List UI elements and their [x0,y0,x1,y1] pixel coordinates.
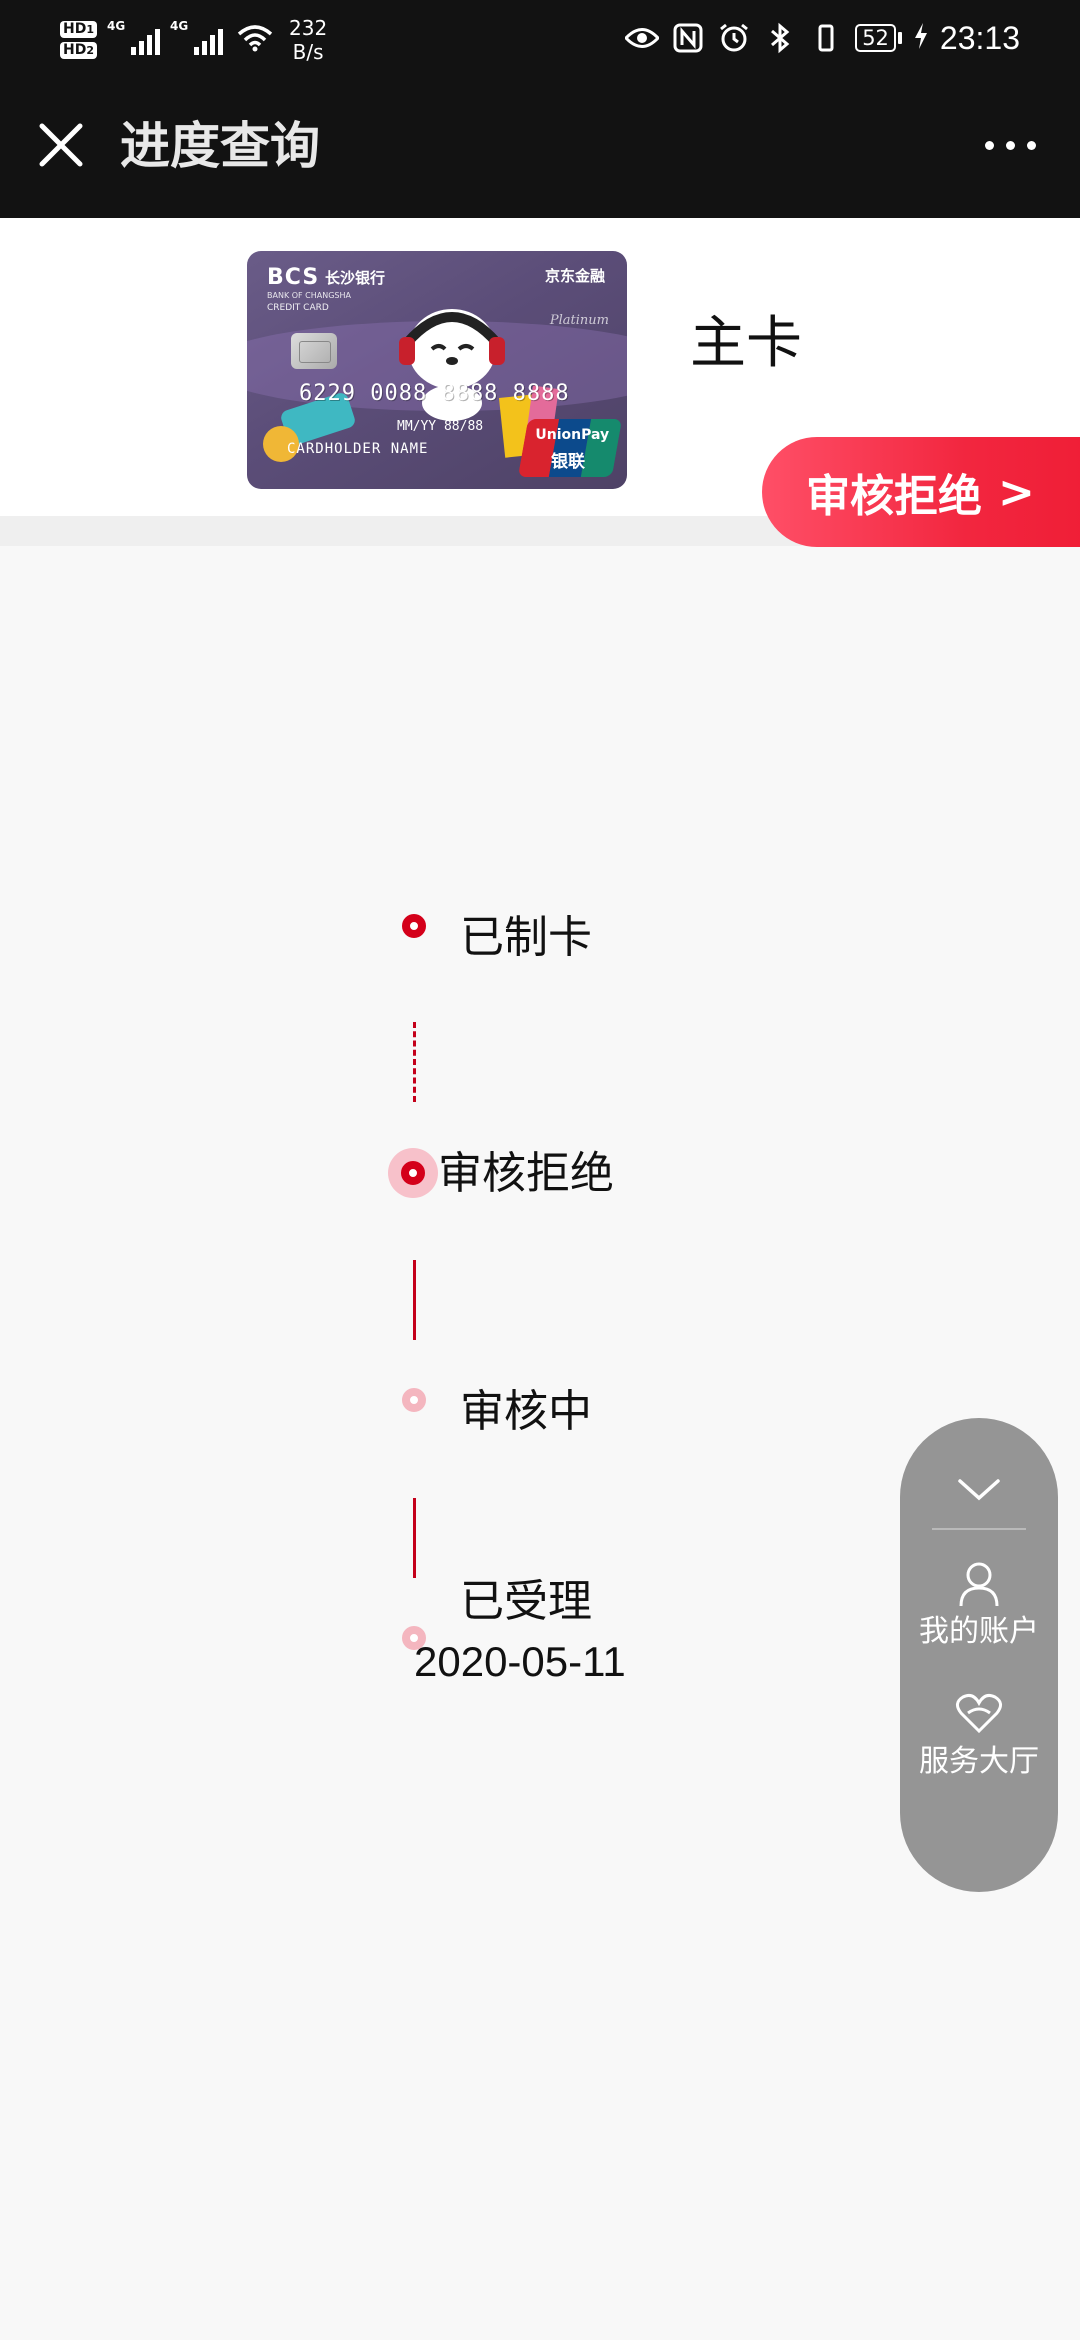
chevron-right-icon: > [998,466,1035,518]
card-kind: CREDIT CARD [267,303,329,313]
more-dot-icon [984,140,994,150]
close-icon [39,123,83,167]
step-connector [413,1260,416,1340]
service-hall-button[interactable]: 服务大厅 [900,1686,1058,1782]
bank-name-en: BANK OF CHANGSHA [267,291,351,300]
card-number: 6229 0088 8888 8888 [299,381,570,406]
menu-divider [932,1528,1026,1530]
more-options-button[interactable] [970,114,1050,176]
bluetooth-icon [763,21,797,55]
bank-logo: BCS [267,265,320,290]
unionpay-logo: UnionPay 银联 [517,419,623,477]
step-pending-icon [402,1626,426,1650]
step-connector [413,1498,416,1578]
step-label: 审核中 [460,1386,592,1437]
my-account-button[interactable]: 我的账户 [900,1556,1058,1652]
step-done-icon [402,914,426,938]
alarm-icon [717,21,751,55]
step-label: 已制卡 [460,912,592,963]
status-bar: HD1 HD2 4G 4G 232 B/s [0,0,1080,72]
network-speed: 232 B/s [289,16,327,64]
step-label: 已受理 [460,1576,592,1627]
step-label: 审核拒绝 [438,1148,614,1199]
coin-icon [263,426,299,462]
chevron-down-icon [958,1479,1000,1501]
eye-icon [625,21,660,55]
collapse-menu-button[interactable] [900,1460,1058,1520]
service-hall-label: 服务大厅 [919,1744,1039,1779]
card-type-label: 主卡 [690,311,802,376]
status-bar-right: 52 23:13 [625,14,1020,62]
status-bar-left: HD1 HD2 4G 4G 232 B/s [60,10,327,70]
wifi-icon [237,24,273,56]
signal-2-icon: 4G [170,19,223,55]
more-dot-icon [1026,140,1036,150]
unionpay-text: UnionPay [535,427,610,443]
battery-level: 52 [855,24,896,52]
step-current-icon [401,1161,425,1185]
progress-timeline: 已制卡 审核拒绝 审核中 已受理 2020-05-11 [0,546,1080,1746]
page-title: 进度查询 [120,117,320,175]
charging-icon [914,22,928,54]
my-account-label: 我的账户 [919,1614,1039,1649]
status-time: 23:13 [939,19,1020,56]
user-icon [900,1556,1058,1612]
unionpay-text-cn: 银联 [550,452,585,472]
network-type-2: 4G [170,19,189,33]
sim2-hd-badge: HD2 [60,42,97,59]
step-pending-icon [402,1388,426,1412]
card-tier: Platinum [549,313,609,328]
mascot-icon [399,309,505,421]
network-type-1: 4G [107,19,126,33]
signal-1-icon: 4G [107,19,160,55]
speed-value: 232 [289,16,328,40]
battery-icon: 52 [855,24,902,52]
step-date: 2020-05-11 [414,1638,626,1685]
credit-card-image: BCS 长沙银行 BANK OF CHANGSHA CREDIT CARD 京东… [247,251,627,489]
step-connector [413,1022,416,1102]
status-label: 审核拒绝 [806,471,982,522]
floating-menu: 我的账户 服务大厅 [900,1418,1058,1892]
nfc-icon [671,21,705,55]
sim1-hd-badge: HD1 [60,21,97,38]
title-bar: 进度查询 [0,72,1080,218]
more-dot-icon [1005,140,1015,150]
card-holder: CARDHOLDER NAME [287,441,429,457]
sim-indicators: HD1 HD2 [60,21,97,59]
chip-icon [291,333,337,369]
status-button[interactable]: 审核拒绝 > [762,437,1080,547]
heart-icon [900,1686,1058,1742]
vibrate-icon [809,21,843,55]
close-button[interactable] [30,114,92,176]
bank-name: 长沙银行 [325,269,386,287]
card-valid: MM/YY 88/88 [397,419,484,434]
partner-logo: 京东金融 [544,267,605,285]
speed-unit: B/s [292,40,324,64]
